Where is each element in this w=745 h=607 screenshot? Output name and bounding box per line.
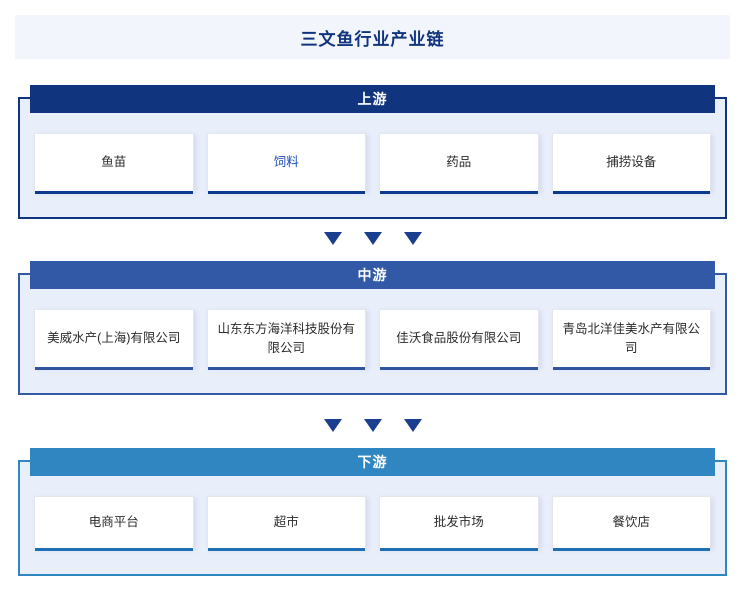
upstream-card[interactable]: 捕捞设备 <box>551 133 711 194</box>
connector-upstream-to-midstream <box>0 232 745 245</box>
triangle-down-icon <box>403 419 422 432</box>
card-label: 山东东方海洋科技股份有限公司 <box>217 321 355 355</box>
midstream-card[interactable]: 山东东方海洋科技股份有限公司 <box>206 309 366 370</box>
midstream-card-list: 美威水产(上海)有限公司 山东东方海洋科技股份有限公司 佳沃食品股份有限公司 青… <box>20 275 725 393</box>
downstream-card[interactable]: 批发市场 <box>379 496 539 551</box>
upstream-band: 上游 <box>30 85 715 113</box>
card-label: 佳沃食品股份有限公司 <box>396 331 522 345</box>
downstream-panel: 电商平台 超市 批发市场 餐饮店 <box>18 460 727 576</box>
upstream-card[interactable]: 药品 <box>379 133 539 194</box>
midstream-band: 中游 <box>30 261 715 289</box>
midstream-panel: 美威水产(上海)有限公司 山东东方海洋科技股份有限公司 佳沃食品股份有限公司 青… <box>18 273 727 395</box>
upstream-card[interactable]: 鱼苗 <box>34 133 194 194</box>
card-label: 捕捞设备 <box>606 155 657 169</box>
card-label: 饲料 <box>273 155 299 169</box>
downstream-card-list: 电商平台 超市 批发市场 餐饮店 <box>20 462 725 574</box>
card-label: 超市 <box>273 515 299 529</box>
midstream-card[interactable]: 美威水产(上海)有限公司 <box>34 309 194 370</box>
downstream-band: 下游 <box>30 448 715 476</box>
downstream-card[interactable]: 电商平台 <box>34 496 194 551</box>
card-label: 餐饮店 <box>612 515 650 529</box>
upstream-band-label: 上游 <box>357 91 388 107</box>
page-title: 三文鱼行业产业链 <box>300 29 445 49</box>
downstream-band-label: 下游 <box>357 454 388 470</box>
page-title-bar: 三文鱼行业产业链 <box>15 15 730 59</box>
card-label: 美威水产(上海)有限公司 <box>47 331 181 345</box>
upstream-card[interactable]: 饲料 <box>206 133 366 194</box>
midstream-card[interactable]: 佳沃食品股份有限公司 <box>379 309 539 370</box>
midstream-band-label: 中游 <box>357 267 388 283</box>
card-label: 青岛北洋佳美水产有限公司 <box>562 321 700 355</box>
card-label: 电商平台 <box>88 515 139 529</box>
triangle-down-icon <box>323 419 342 432</box>
midstream-card[interactable]: 青岛北洋佳美水产有限公司 <box>551 309 711 370</box>
triangle-down-icon <box>323 232 342 245</box>
upstream-panel: 鱼苗 饲料 药品 捕捞设备 <box>18 97 727 219</box>
card-label: 批发市场 <box>433 515 484 529</box>
triangle-down-icon <box>403 232 422 245</box>
upstream-card-list: 鱼苗 饲料 药品 捕捞设备 <box>20 99 725 217</box>
card-label: 鱼苗 <box>101 155 127 169</box>
downstream-card[interactable]: 超市 <box>206 496 366 551</box>
connector-midstream-to-downstream <box>0 419 745 432</box>
triangle-down-icon <box>363 232 382 245</box>
card-label: 药品 <box>446 155 472 169</box>
triangle-down-icon <box>363 419 382 432</box>
downstream-card[interactable]: 餐饮店 <box>551 496 711 551</box>
